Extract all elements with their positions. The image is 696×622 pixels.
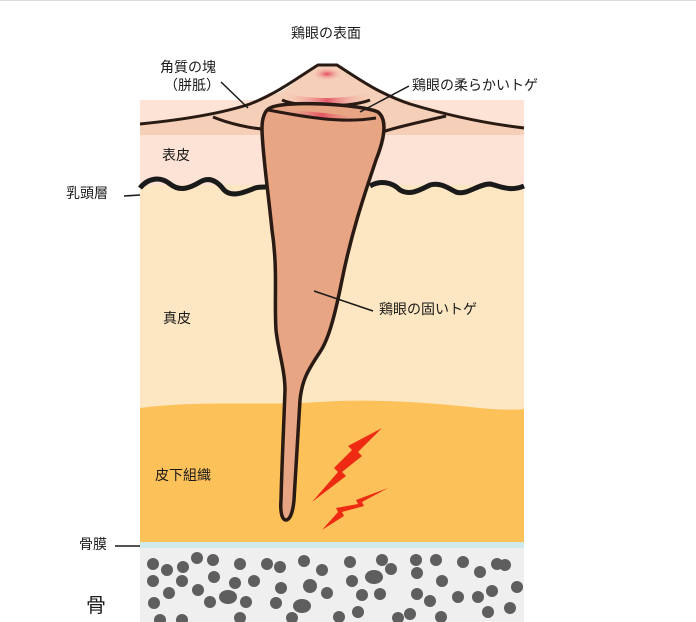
label-hard-thorn: 鶏眼の固いトゲ	[379, 302, 477, 318]
label-epidermis: 表皮	[162, 148, 190, 164]
label-papillary-layer: 乳頭層	[66, 186, 108, 202]
label-keratin-mass: 角質の塊	[160, 60, 216, 76]
label-corn-surface: 鶏眼の表面	[291, 26, 361, 42]
callus-outline	[139, 63, 525, 130]
label-dermis: 真皮	[163, 311, 191, 327]
bone-cells	[147, 552, 523, 622]
hard-thorn-core	[260, 101, 386, 522]
surface-highlight	[311, 67, 343, 81]
label-periosteum: 骨膜	[79, 537, 107, 553]
label-bone: 骨	[86, 593, 106, 617]
label-soft-thorn: 鶏眼の柔らかいトゲ	[412, 78, 538, 94]
label-subcutaneous: 皮下組織	[155, 468, 211, 484]
papillary-layer-line	[138, 176, 525, 197]
top-border	[0, 0, 696, 1]
subcutaneous-layer	[140, 400, 524, 545]
leader-lines	[115, 81, 410, 547]
periosteum-layer	[140, 542, 524, 548]
label-callus: （胼胝）	[164, 78, 220, 94]
pain-lightning-icon	[312, 428, 388, 530]
